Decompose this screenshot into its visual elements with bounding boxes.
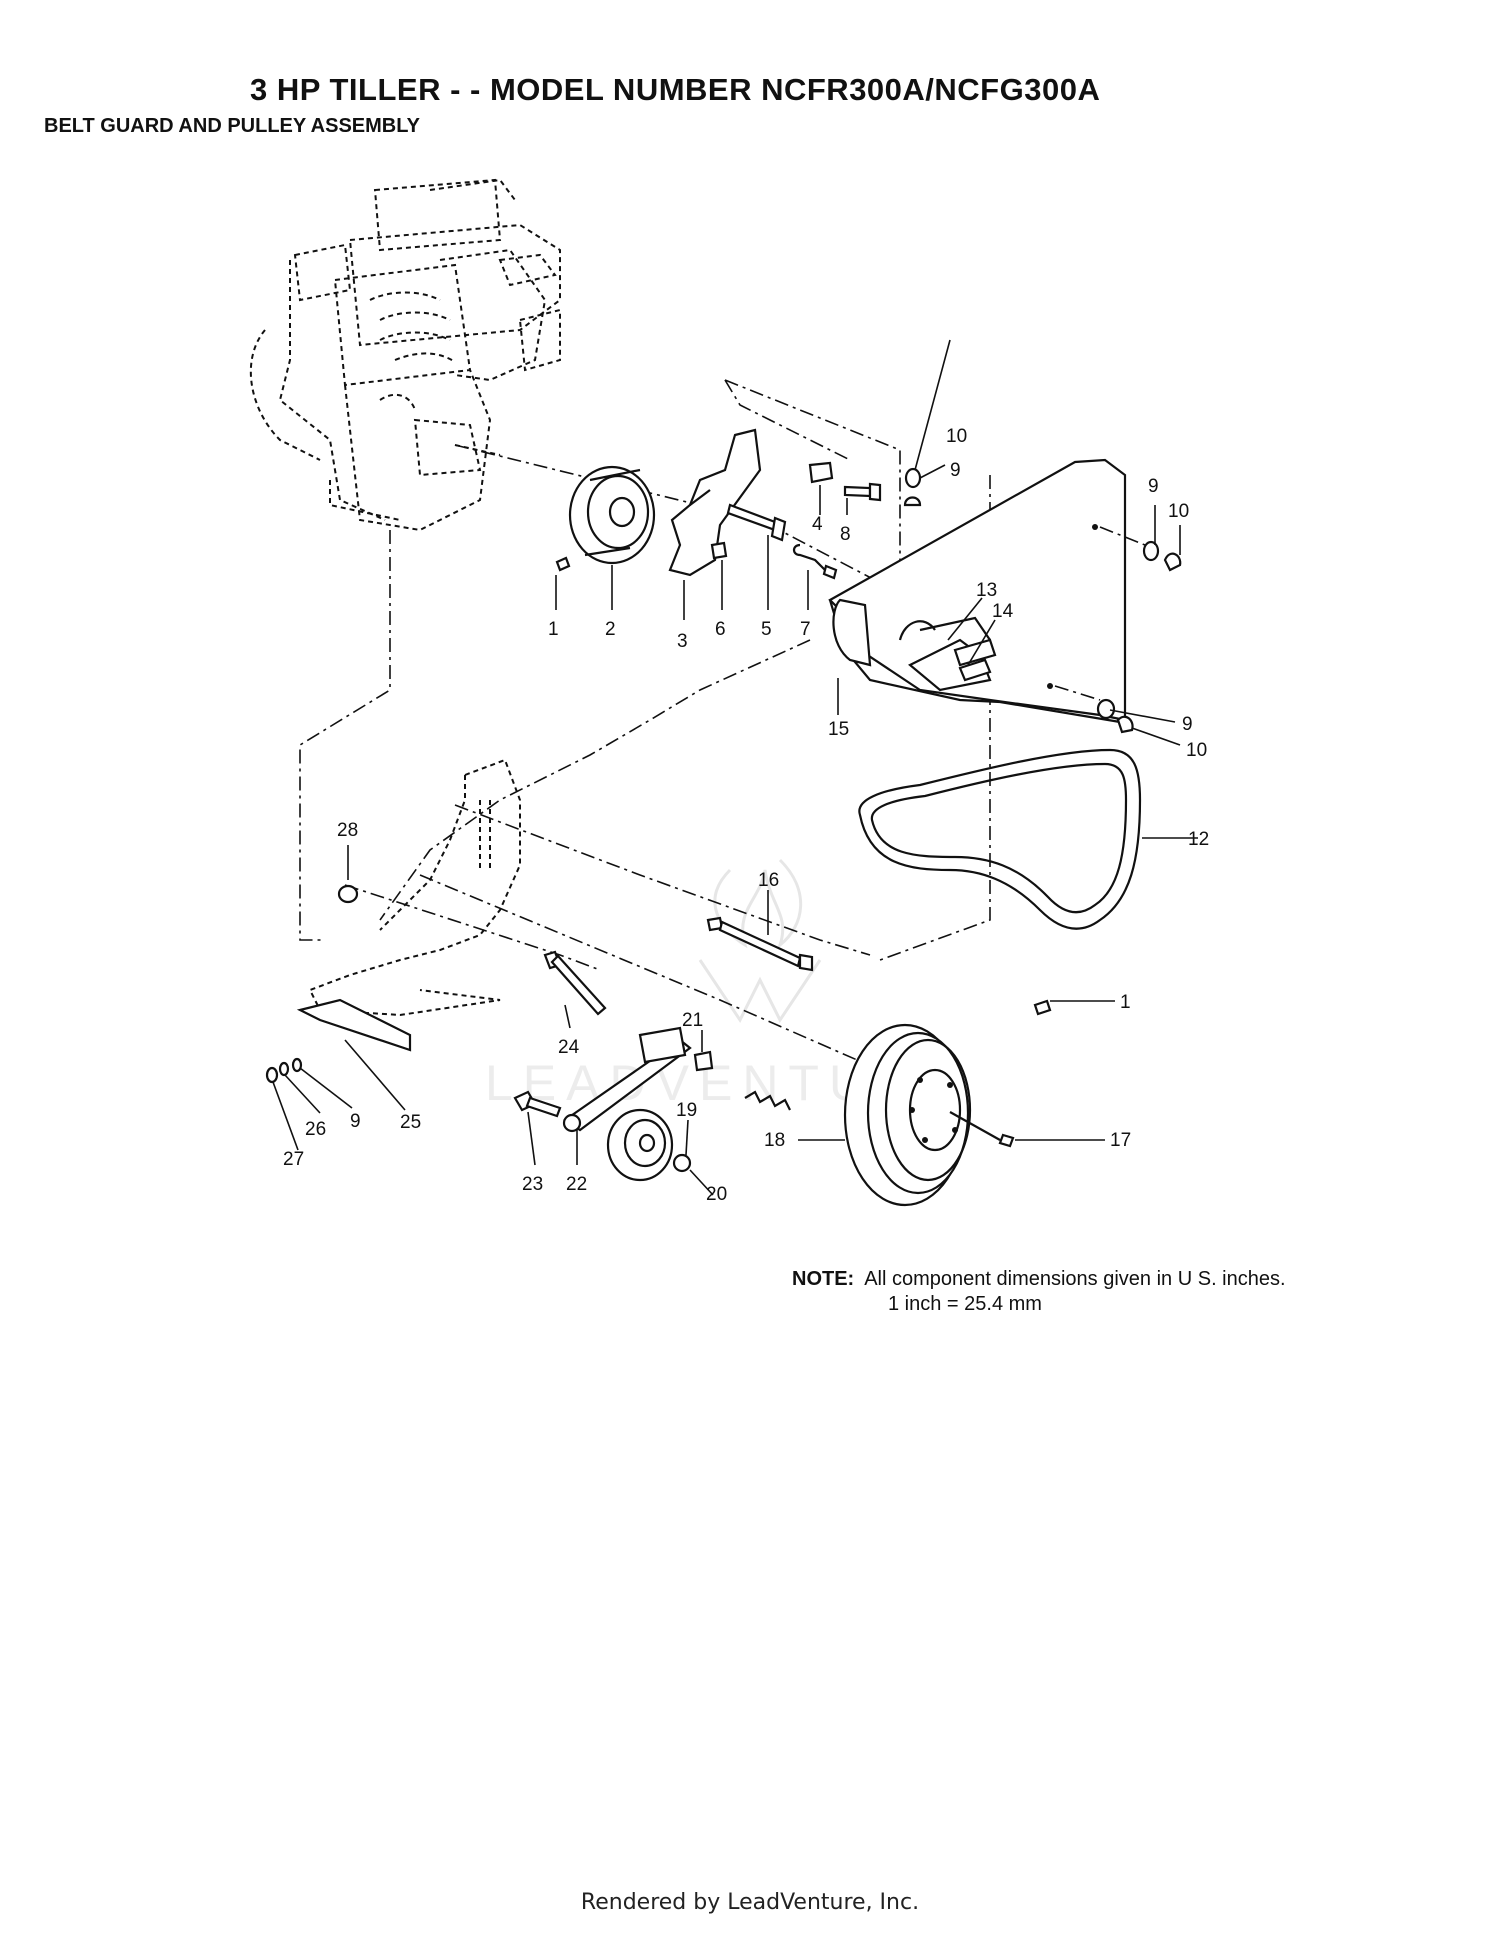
part-drive-pulley — [843, 1023, 1001, 1207]
callout-12: 12 — [1188, 829, 1209, 850]
callout-24: 24 — [558, 1037, 580, 1058]
footer-credit: Rendered by LeadVenture, Inc. — [580, 1890, 920, 1915]
callout-3: 3 — [677, 631, 688, 652]
part-idler-pulley — [606, 1108, 674, 1182]
callout-27: 27 — [283, 1149, 304, 1170]
part-frame-plate — [296, 758, 521, 1052]
callout-8: 8 — [840, 524, 851, 545]
callout-10-right: 10 — [1168, 501, 1189, 522]
part-clip-21 — [693, 1050, 714, 1072]
callout-4: 4 — [812, 514, 823, 535]
callout-10-mid: 10 — [1186, 740, 1207, 761]
part-key-17 — [998, 1133, 1015, 1148]
note-label: NOTE: — [792, 1268, 855, 1290]
part-nut-19 — [672, 1153, 692, 1173]
part-nut-28 — [337, 884, 359, 904]
assembly-phantom-lines — [299, 379, 991, 1071]
callout-5: 5 — [761, 619, 772, 640]
callout-15: 15 — [828, 719, 849, 740]
page-title: 3 HP TILLER - - MODEL NUMBER NCFR300A/NC… — [250, 72, 1101, 107]
callout-6: 6 — [715, 619, 726, 640]
callout-20: 20 — [706, 1184, 727, 1205]
callout-1: 1 — [548, 619, 559, 640]
part-bolt-8 — [843, 482, 882, 502]
callout-leaders — [272, 339, 1198, 1196]
part-engine-pulley — [568, 465, 656, 565]
engine-phantom — [249, 178, 561, 532]
callout-14: 14 — [992, 601, 1014, 622]
callout-1-lower: 1 — [1120, 992, 1131, 1013]
note-block: NOTE: All component dimensions given in U… — [792, 1268, 1286, 1316]
callout-13: 13 — [976, 580, 997, 601]
part-spacer-rod — [706, 916, 814, 972]
callout-25: 25 — [400, 1112, 421, 1133]
callout-9-mid: 9 — [1182, 714, 1193, 735]
part-belt — [858, 748, 1142, 930]
part-bolt-23 — [513, 1090, 562, 1118]
callout-19: 19 — [676, 1100, 697, 1121]
callout-9-lower-left: 9 — [350, 1111, 361, 1132]
part-shaft-24 — [543, 950, 607, 1016]
callout-22: 22 — [566, 1174, 587, 1195]
part-belt-guard-bracket — [668, 428, 762, 577]
part-spring — [744, 1090, 791, 1111]
callout-2: 2 — [605, 619, 616, 640]
part-idler-arm — [562, 1026, 692, 1133]
page-subtitle: BELT GUARD AND PULLEY ASSEMBLY — [44, 115, 420, 137]
callout-28: 28 — [337, 820, 358, 841]
callout-9-right: 9 — [1148, 476, 1159, 497]
note-line-1: All component dimensions given in U S. i… — [864, 1268, 1286, 1290]
part-hook-7 — [792, 543, 838, 580]
note-line-2: 1 inch = 25.4 mm — [888, 1293, 1042, 1315]
callout-labels: 1 2 3 4 5 6 7 8 9 10 12 13 14 15 16 1 17… — [283, 426, 1209, 1205]
callout-9-top: 9 — [950, 460, 961, 481]
callout-17: 17 — [1110, 1130, 1131, 1151]
part-roll-pin-1-lower — [1033, 999, 1052, 1016]
part-washers-26-27 — [265, 1057, 303, 1084]
callout-7: 7 — [800, 619, 811, 640]
callout-16: 16 — [758, 870, 779, 891]
part-cap-nuts — [903, 467, 1182, 734]
part-bolt-5 — [726, 503, 787, 542]
callout-18: 18 — [764, 1130, 785, 1151]
callout-26: 26 — [305, 1119, 326, 1140]
callout-21: 21 — [682, 1010, 703, 1031]
part-roll-pin-1 — [555, 556, 571, 572]
part-nut-6 — [710, 541, 728, 560]
callout-10-top: 10 — [946, 426, 967, 447]
callout-23: 23 — [522, 1174, 543, 1195]
part-clip — [808, 461, 834, 484]
